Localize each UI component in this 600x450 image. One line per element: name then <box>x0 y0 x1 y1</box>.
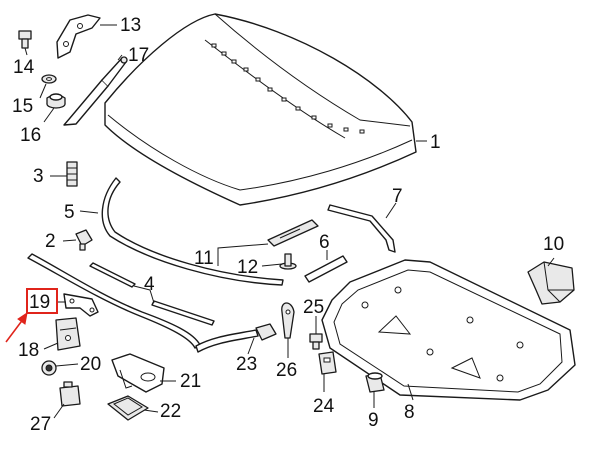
callout-5: 5 <box>64 202 75 223</box>
strip-part-6 <box>304 255 348 283</box>
callout-19: 19 <box>29 292 50 313</box>
striker-plate-part-21 <box>111 353 165 393</box>
callout-8: 8 <box>404 402 415 423</box>
callout-7: 7 <box>392 186 403 207</box>
clip-part-24 <box>318 351 337 375</box>
washer-part-15 <box>41 74 57 84</box>
rod-part-3 <box>66 161 78 187</box>
hood-hinge-part-13 <box>56 14 101 59</box>
callout-3: 3 <box>33 166 44 187</box>
callout-21: 21 <box>180 371 201 392</box>
bracket-part-10 <box>527 261 575 305</box>
callout-26: 26 <box>276 360 297 381</box>
latch-part-18 <box>55 317 81 351</box>
callout-22: 22 <box>160 401 181 422</box>
release-cable-part-23 <box>195 323 277 353</box>
gas-strut-part-17 <box>63 56 128 126</box>
callout-18: 18 <box>18 340 39 361</box>
bolt-part-14 <box>18 30 32 49</box>
highlight-arrow <box>5 317 25 343</box>
callout-24: 24 <box>313 396 335 417</box>
push-pin-part-12 <box>279 253 297 270</box>
callout-16: 16 <box>20 125 41 146</box>
callout-27: 27 <box>30 414 51 435</box>
callout-12: 12 <box>237 257 258 278</box>
pad-part-22 <box>107 395 149 421</box>
bracket-part-19 <box>63 293 99 317</box>
callout-17: 17 <box>128 45 149 66</box>
highlight-arrow-head <box>17 311 28 325</box>
callout-11: 11 <box>194 248 214 269</box>
callout-10: 10 <box>543 234 564 255</box>
clip-part-27 <box>59 381 81 407</box>
callout-20: 20 <box>80 354 101 375</box>
highlight-marker <box>5 288 58 343</box>
clip-part-26 <box>281 302 295 339</box>
fastener-part-9 <box>365 372 385 393</box>
callout-6: 6 <box>319 232 330 253</box>
callout-13: 13 <box>120 15 141 36</box>
callout-4: 4 <box>144 274 155 295</box>
callout-15: 15 <box>12 96 33 117</box>
hood-vent-holes <box>211 43 365 134</box>
insulator-part-8 <box>321 259 576 401</box>
clip-part-2 <box>75 229 93 251</box>
callout-9: 9 <box>368 410 379 431</box>
callout-23: 23 <box>236 354 257 375</box>
hood-panel-part-1 <box>104 13 417 206</box>
seal-strip-part-7 <box>327 204 396 253</box>
leader-lines <box>24 24 555 419</box>
highlight-box-19 <box>26 288 58 314</box>
bolt-part-25 <box>309 333 323 350</box>
callout-labels: 13 14 17 15 16 1 3 7 5 2 6 10 11 12 4 19… <box>12 15 564 435</box>
callout-2: 2 <box>45 231 56 252</box>
clip-part-11 <box>267 219 319 247</box>
callout-1: 1 <box>430 132 441 153</box>
callout-14: 14 <box>13 57 35 78</box>
grommet-part-20 <box>41 360 57 376</box>
seal-part-5 <box>101 177 284 286</box>
callout-25: 25 <box>303 297 324 318</box>
bumper-part-16 <box>46 93 66 109</box>
